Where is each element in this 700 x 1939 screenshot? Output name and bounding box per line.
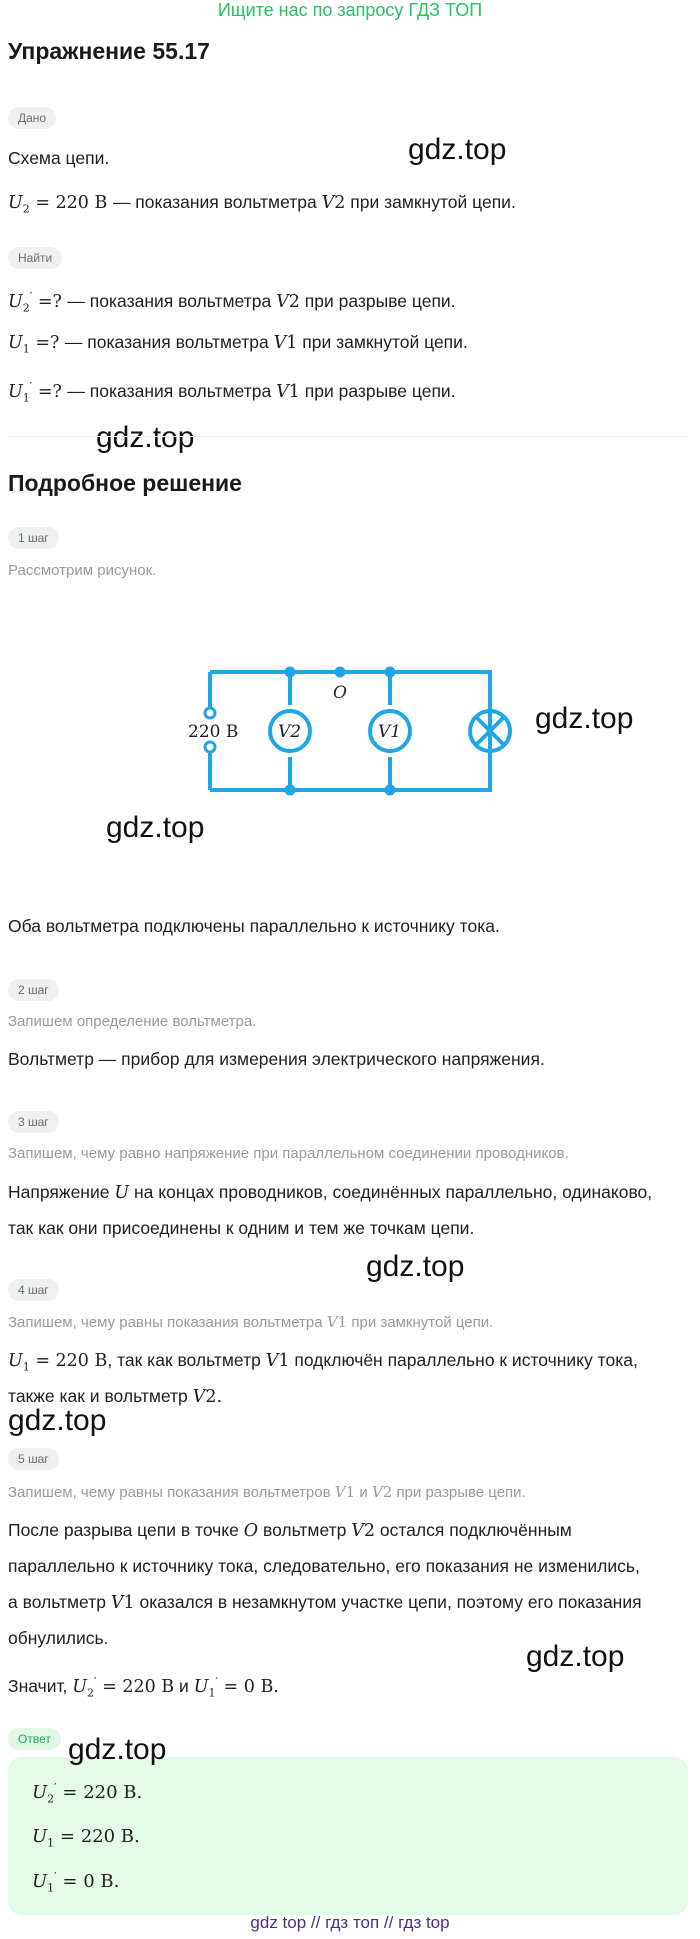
voltmeter-v1 [368,709,412,753]
watermark: gdz.top [535,702,634,735]
answer-line-1: U2′ = 220 В. [32,1781,143,1806]
junction-dot [384,666,396,678]
answer-line-3: U1′ = 0 В. [32,1870,120,1895]
solution-title: Подробное решение [8,470,242,496]
step-5-line-3: а вольтметр V1 оказался в незамкнутом уч… [8,1592,642,1613]
answer-box: U2′ = 220 В. U1 = 220 В. U1′ = 0 В. [8,1757,688,1915]
find-chip: Найти [8,247,63,269]
answer-chip: Ответ [8,1728,61,1750]
watermark: gdz.top [526,1640,625,1673]
junction-dot [284,666,296,678]
find-line-3: U1′ =? — показания вольтметра V1 при раз… [8,380,456,405]
step-4-hint: Запишем, чему равны показания вольтметра… [8,1313,494,1331]
circuit-diagram: 220 В O V2 V1 [188,666,512,796]
step-1-chip: 1 шаг [8,527,59,549]
voltmeter-v2 [268,709,312,753]
watermark: gdz.top [96,421,195,454]
step-4-chip: 4 шаг [8,1279,59,1301]
step-5-hint: Запишем, чему равны показания вольтметро… [8,1483,526,1501]
watermark: gdz.top [366,1250,465,1283]
footer-links[interactable]: gdz top // гдз топ // гдз top [250,1913,450,1932]
step-5-line-5: Значит, U2′ = 220 В и U1′ = 0 В. [8,1675,279,1700]
step-3-hint: Запишем, чему равно напряжение при парал… [8,1145,569,1162]
terminal-top [203,706,217,720]
step-2-hint: Запишем определение вольтметра. [8,1013,257,1030]
watermark: gdz.top [8,1404,107,1437]
step-4-text-1: U1 = 220 В, так как вольтметр V1 подключ… [8,1350,638,1374]
v1-label: V1 [378,722,401,742]
terminal-bottom [203,740,217,754]
step-1-text: Оба вольтметра подключены параллельно к … [8,916,500,936]
given-line-1: Схема цепи. [8,148,110,168]
step-3-text-2: так как они присоединены к одним и тем ж… [8,1218,475,1238]
junction-dot [284,784,296,796]
junction-dot [384,784,396,796]
given-line-2: U2 = 220 В — показания вольтметра V2 при… [8,192,516,216]
promo-banner[interactable]: Ищите нас по запросу ГДЗ ТОП [217,0,483,20]
find-line-2: U1 =? — показания вольтметра V1 при замк… [8,332,468,356]
source-label: 220 В [188,722,238,742]
find-line-1: U2′ =? — показания вольтметра V2 при раз… [8,290,456,315]
answer-line-2: U1 = 220 В. [32,1826,140,1850]
circuit-wire [210,670,492,792]
step-3-chip: 3 шаг [8,1111,59,1133]
lamp-cross [474,715,506,747]
watermark: gdz.top [408,133,507,166]
step-2-text: Вольтметр — прибор для измерения электри… [8,1049,545,1069]
step-5-chip: 5 шаг [8,1448,59,1470]
given-chip: Дано [8,107,57,129]
v2-label: V2 [278,722,301,742]
page-title: Упражнение 55.17 [8,38,210,64]
junction-dot [334,666,346,678]
step-5-line-4: обнулились. [8,1628,109,1648]
watermark: gdz.top [106,811,205,844]
step-5-line-2: параллельно к источнику тока, следовател… [8,1556,640,1576]
step-4-text-2: также как и вольтметр V2. [8,1386,223,1407]
step-1-hint: Рассмотрим рисунок. [8,562,157,579]
step-3-text-1: Напряжение U на концах проводников, соед… [8,1182,653,1203]
step-5-line-1: После разрыва цепи в точке O вольтметр V… [8,1520,572,1541]
step-2-chip: 2 шаг [8,979,59,1001]
divider [8,436,688,437]
watermark: gdz.top [68,1733,167,1766]
lamp-icon [468,709,512,753]
node-label: O [333,683,347,703]
